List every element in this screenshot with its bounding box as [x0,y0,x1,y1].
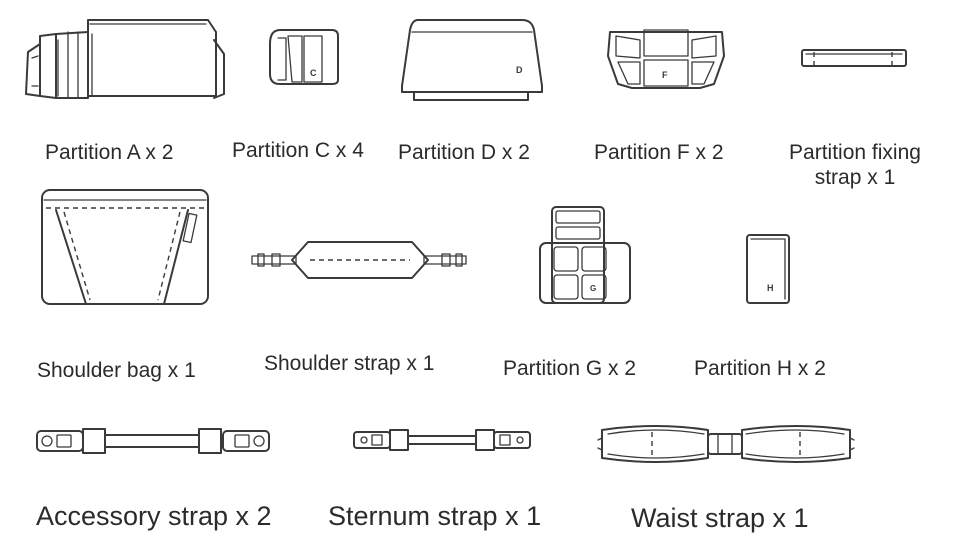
svg-text:C: C [310,68,317,78]
partition-c-illustration: C [266,26,342,88]
svg-text:H: H [767,283,774,293]
accessory-strap-label: Accessory strap x 2 [36,501,272,531]
partition-f-label: Partition F x 2 [594,141,724,164]
svg-text:G: G [590,284,596,293]
partition-c-label: Partition C x 4 [232,139,364,162]
partition-d-label: Partition D x 2 [398,141,530,164]
accessory-strap-illustration [35,425,271,457]
partition-g-label: Partition G x 2 [503,357,637,380]
sternum-strap-label: Sternum strap x 1 [328,501,542,531]
waist-strap-illustration [596,420,856,466]
partition-a-illustration [18,14,225,100]
partition-fixing-strap-label: Partition fixing strap x 1 [789,141,921,190]
partition-h-illustration: H [745,233,793,305]
partition-d-illustration: D [398,16,544,101]
sternum-strap-illustration [352,428,532,452]
shoulder-bag-illustration [40,188,210,306]
partition-h-label: Partition H x 2 [694,357,826,380]
shoulder-bag-label: Shoulder bag x 1 [37,359,196,382]
svg-text:F: F [662,70,668,80]
svg-text:D: D [516,65,523,75]
partition-g-illustration: G [538,205,632,305]
waist-strap-label: Waist strap x 1 [631,503,809,533]
partition-fixing-strap-illustration [800,46,908,70]
shoulder-strap-illustration [248,240,470,280]
partition-f-illustration: F [604,26,728,90]
shoulder-strap-label: Shoulder strap x 1 [264,352,435,375]
partition-a-label: Partition A x 2 [45,141,174,164]
